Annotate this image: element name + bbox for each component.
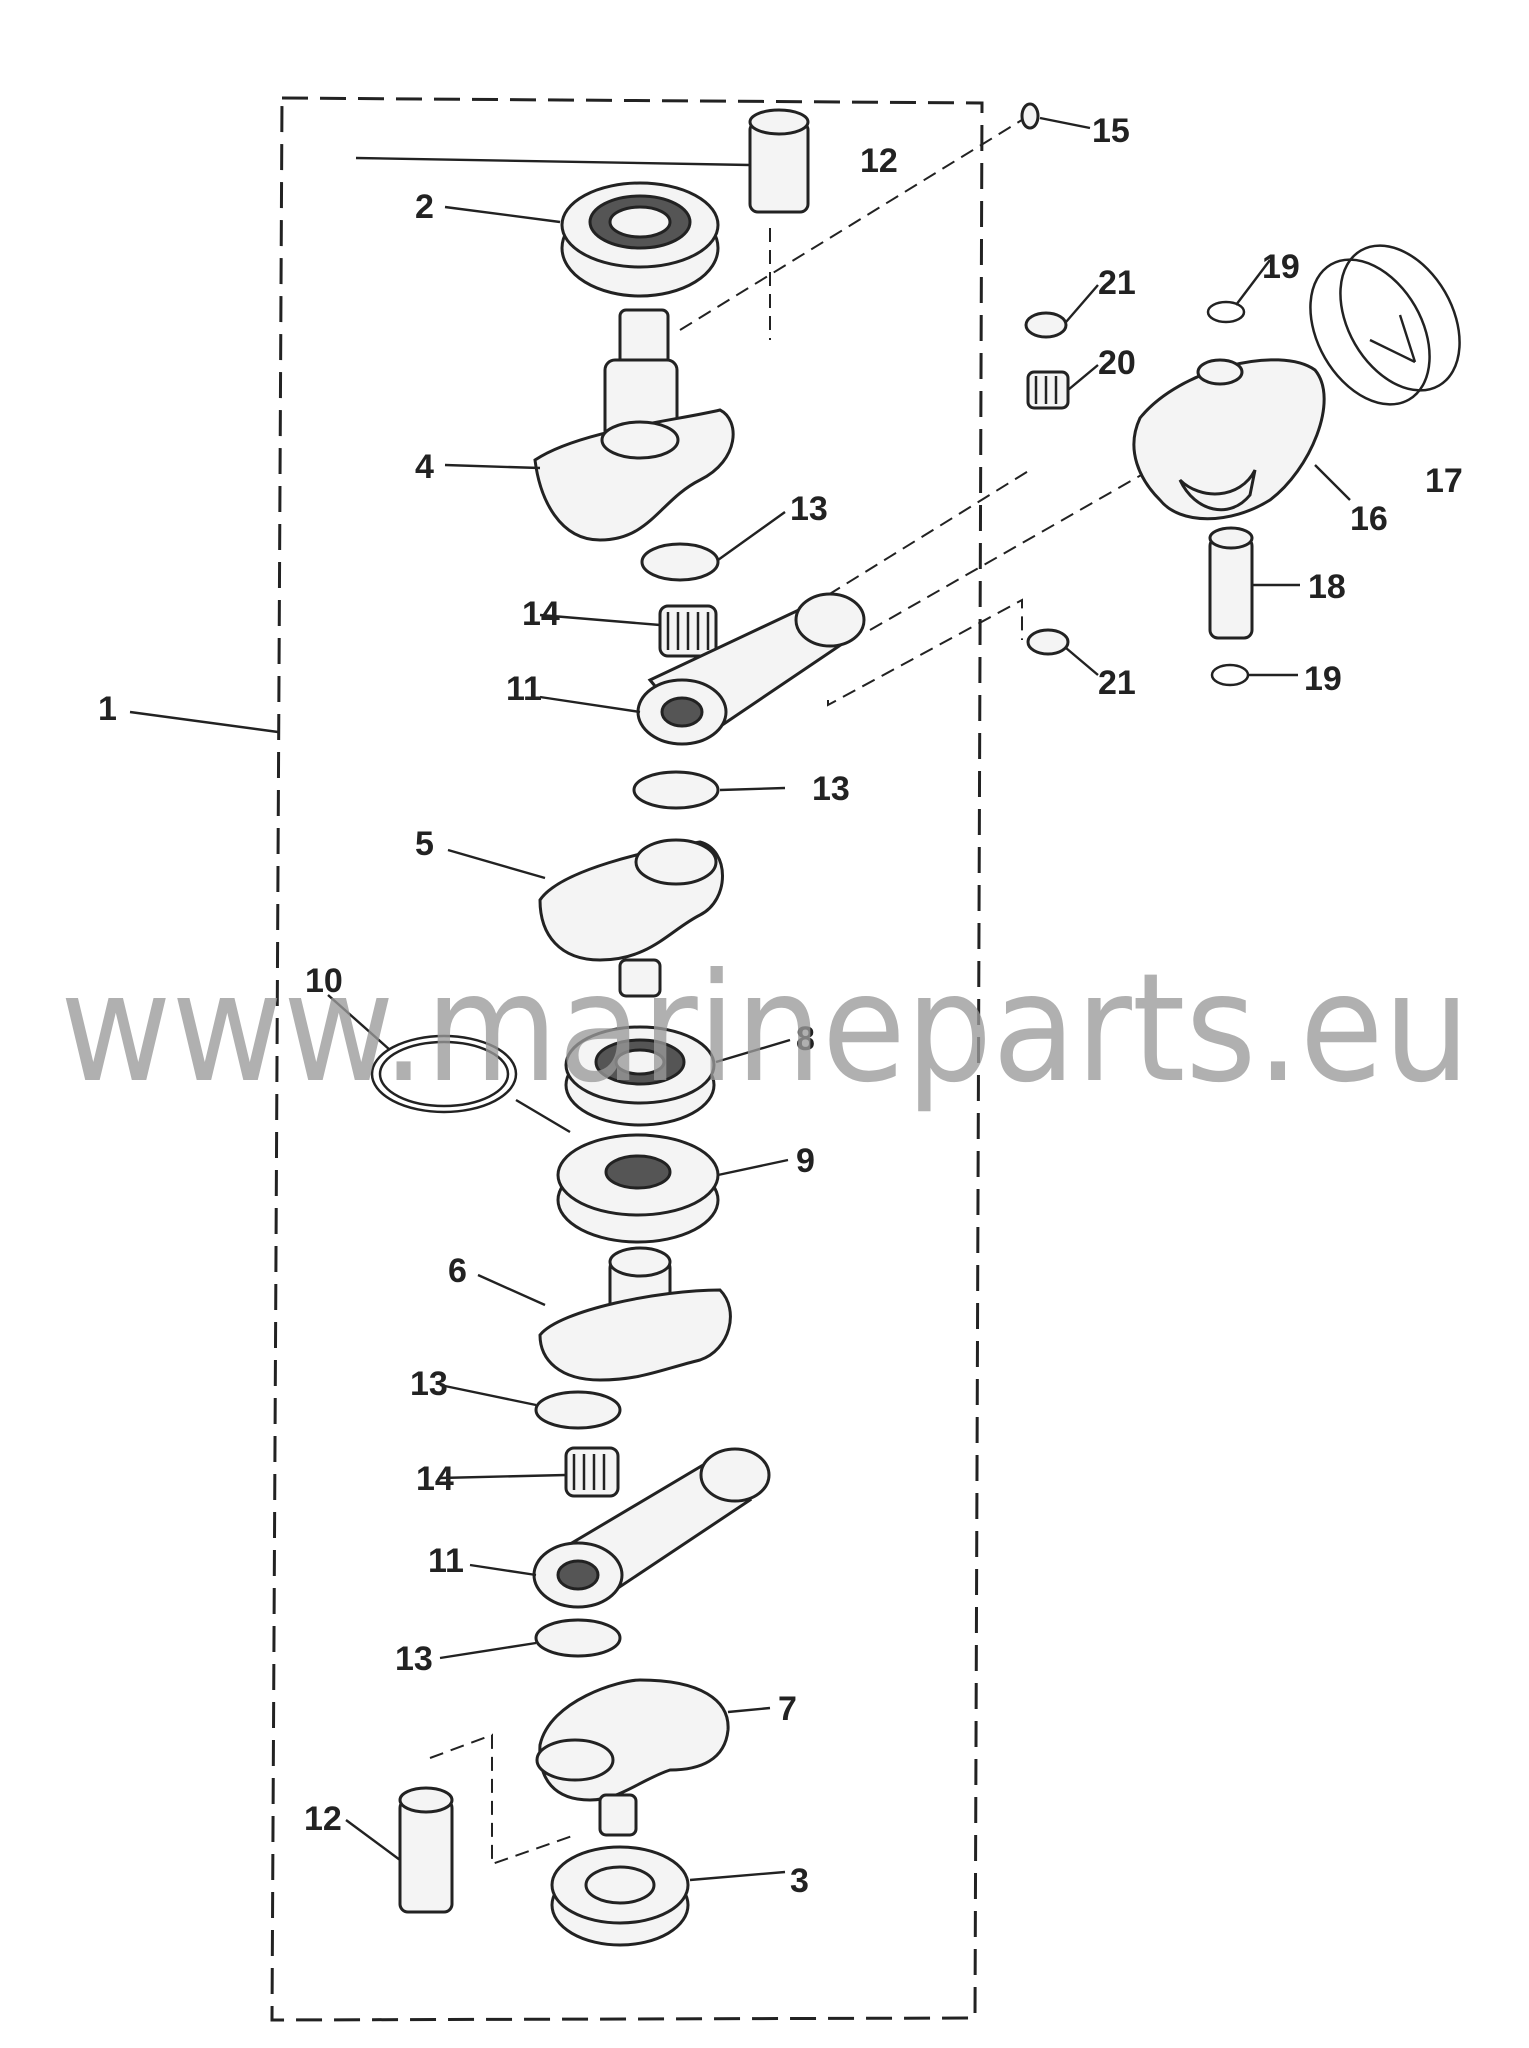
crank-pin-top <box>748 108 810 214</box>
thrust-washer-2 <box>632 770 720 810</box>
middle-crank-web <box>538 838 724 998</box>
callout-8: 8 <box>796 1020 815 1058</box>
wrist-pin-needle-bearing <box>1026 370 1070 410</box>
callout-5: 5 <box>415 825 434 863</box>
callout-12a: 12 <box>860 142 898 180</box>
lower-main-bearing <box>550 1845 690 1947</box>
guide-line-rod-top <box>827 469 1031 596</box>
upper-crank-web <box>533 308 735 542</box>
callout-20: 20 <box>1098 344 1136 382</box>
needle-bearing-lower <box>564 1446 620 1498</box>
callout-10: 10 <box>305 962 343 1000</box>
callout-19b: 19 <box>1304 660 1342 698</box>
callout-9: 9 <box>796 1142 815 1180</box>
callout-11a: 11 <box>506 670 542 708</box>
callout-2: 2 <box>415 188 434 226</box>
callout-6: 6 <box>448 1252 467 1290</box>
callout-17: 17 <box>1425 462 1463 500</box>
callout-14a: 14 <box>522 595 560 633</box>
callout-15: 15 <box>1092 112 1130 150</box>
assembly-frame <box>270 96 984 2022</box>
piston <box>1132 358 1326 521</box>
guide-line-rod-end <box>827 598 1023 707</box>
piston-rings <box>1309 244 1461 406</box>
circlip-lower <box>1210 663 1250 687</box>
connecting-rod-upper <box>636 592 866 746</box>
callout-14b: 14 <box>416 1460 454 1498</box>
callout-13c: 13 <box>410 1365 448 1403</box>
callout-16: 16 <box>1350 500 1388 538</box>
callout-13a: 13 <box>790 490 828 528</box>
upper-main-bearing <box>560 181 720 298</box>
circlip-upper <box>1206 300 1246 324</box>
lower-middle-crank-web <box>538 1246 732 1382</box>
callout-18: 18 <box>1308 568 1346 606</box>
callout-11b: 11 <box>428 1542 464 1580</box>
callout-3: 3 <box>790 1862 809 1900</box>
crank-pin-bottom <box>398 1786 454 1914</box>
callout-1: 1 <box>98 690 117 728</box>
center-main-bearing <box>564 1025 716 1127</box>
needle-bearing-upper <box>658 604 718 658</box>
small-ring <box>1020 102 1040 130</box>
thrust-washer-4 <box>534 1618 622 1658</box>
center-bearing-sleeve <box>556 1133 720 1244</box>
thrust-washer-1 <box>640 542 720 582</box>
callout-21a: 21 <box>1098 264 1136 302</box>
callout-19a: 19 <box>1262 248 1300 286</box>
bearing-washer-lower <box>1026 628 1070 656</box>
connecting-rod-lower <box>532 1447 771 1609</box>
guide-line-piston <box>869 469 1151 631</box>
lower-crank-web <box>535 1678 730 1837</box>
callout-4: 4 <box>415 448 434 486</box>
callout-12b: 12 <box>304 1800 342 1838</box>
callout-13b: 13 <box>812 770 850 808</box>
wrist-pin <box>1208 526 1254 640</box>
bearing-washer-upper <box>1024 311 1068 339</box>
guide-line-lower-pin <box>429 1733 576 1866</box>
retaining-ring <box>370 1034 518 1114</box>
callout-7: 7 <box>778 1690 797 1728</box>
callout-21b: 21 <box>1098 664 1136 702</box>
callout-13d: 13 <box>395 1640 433 1678</box>
thrust-washer-3 <box>534 1390 622 1430</box>
watermark: www.marineparts.eu <box>60 942 1470 1116</box>
guide-line-upper <box>679 114 1031 331</box>
